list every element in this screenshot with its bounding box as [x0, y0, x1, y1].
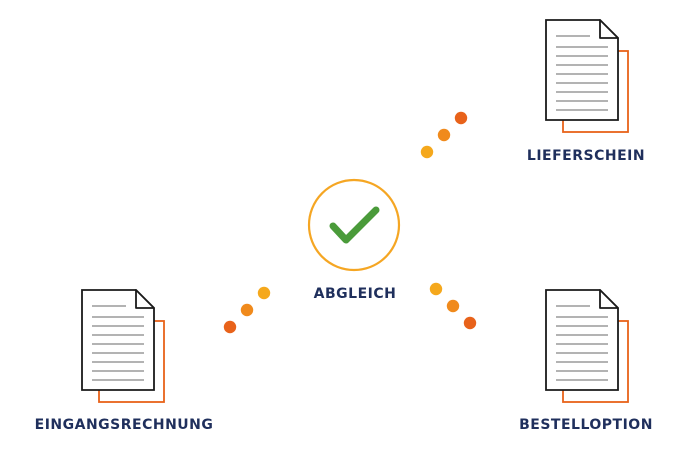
connector-dot — [240, 303, 254, 317]
connector-dot — [463, 316, 477, 330]
check-icon — [329, 206, 380, 244]
connector-dot — [429, 282, 443, 296]
connector-dot — [454, 111, 468, 125]
document-fold-corner — [135, 289, 155, 309]
document-front-sheet — [545, 289, 619, 391]
connector-dot — [223, 320, 237, 334]
document-icon-lieferschein — [545, 19, 629, 133]
connector-dots-top-right — [420, 111, 468, 159]
document-text-lines — [92, 305, 144, 381]
document-icon-eingangsrechnung — [81, 289, 165, 403]
document-text-lines — [556, 305, 608, 381]
matching-check-node — [307, 178, 401, 272]
document-icon-bestelloption — [545, 289, 629, 403]
connector-dot — [437, 128, 451, 142]
connector-dots-bottom-right — [429, 282, 477, 330]
document-label-lieferschein: LIEFERSCHEIN — [526, 148, 646, 164]
center-label: ABGLEICH — [313, 286, 397, 302]
check-circle — [307, 178, 401, 272]
connector-dots-bottom-left — [223, 286, 271, 334]
connector-dot — [420, 145, 434, 159]
document-text-lines — [556, 35, 608, 111]
document-fold-corner — [599, 289, 619, 309]
connector-dot — [257, 286, 271, 300]
document-label-eingangsrechnung: EINGANGSRECHNUNG — [34, 417, 214, 433]
document-label-bestelloption: BESTELLOPTION — [519, 417, 653, 433]
document-front-sheet — [81, 289, 155, 391]
document-front-sheet — [545, 19, 619, 121]
document-fold-corner — [599, 19, 619, 39]
connector-dot — [446, 299, 460, 313]
